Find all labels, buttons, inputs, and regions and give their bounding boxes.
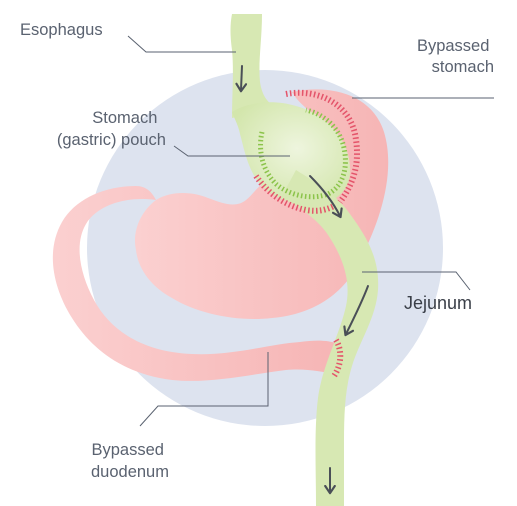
- label-bypassed-stomach-line-2: stomach: [432, 58, 494, 76]
- label-stomach-pouch-line-1: Stomach: [92, 109, 157, 127]
- flow-arrow-esophagus: [241, 66, 242, 90]
- label-stomach-pouch-line-2: (gastric) pouch: [57, 131, 166, 149]
- label-bypassed-duodenum: Bypassed duodenum: [91, 441, 169, 481]
- label-esophagus: Esophagus: [20, 21, 103, 39]
- label-bypassed-duodenum-line-1: Bypassed: [91, 441, 163, 459]
- label-jejunum: Jejunum: [404, 293, 472, 313]
- label-bypassed-stomach-line-1: Bypassed: [417, 37, 489, 55]
- label-bypassed-stomach: Bypassed stomach: [417, 37, 494, 76]
- label-bypassed-duodenum-line-2: duodenum: [91, 463, 169, 481]
- leader-esophagus: [128, 36, 236, 52]
